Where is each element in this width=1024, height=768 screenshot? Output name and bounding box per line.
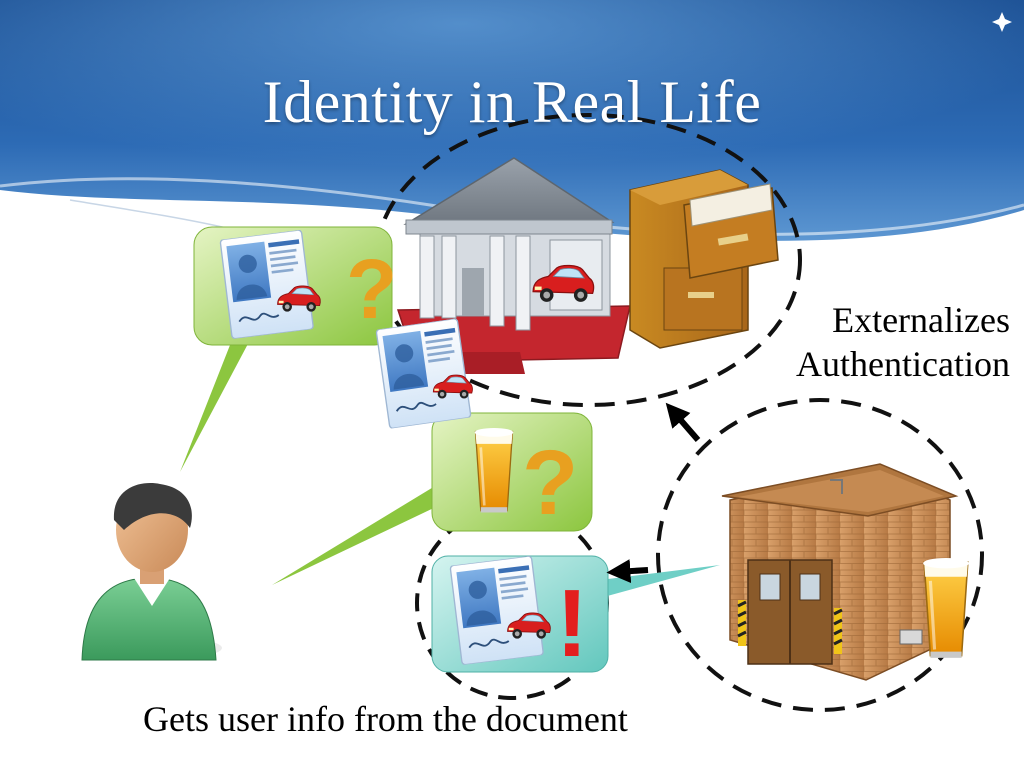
beer-glass-icon xyxy=(921,556,971,660)
id-card-icon xyxy=(449,555,545,666)
externalizes-line-2: Authentication xyxy=(796,344,1010,384)
exclamation-mark: ! xyxy=(556,570,588,677)
question-bubble-beer: ? xyxy=(272,412,593,585)
question-bubble-card: ? xyxy=(180,226,397,472)
brand-star-icon xyxy=(992,12,1012,32)
gets-user-info-label: Gets user info from the document xyxy=(143,699,628,739)
beer-glass-icon xyxy=(473,426,515,514)
person-icon xyxy=(81,483,222,661)
question-mark: ? xyxy=(346,242,397,336)
exclamation-bubble: ! xyxy=(431,555,720,677)
arrow-icon xyxy=(606,559,649,584)
arrow-icon xyxy=(665,402,701,442)
identity-provider-circle xyxy=(374,113,802,407)
id-card-icon xyxy=(375,318,472,430)
question-mark: ? xyxy=(522,432,578,534)
header-band xyxy=(0,0,1024,261)
externalizes-line-1: Externalizes xyxy=(832,300,1010,340)
id-card-icon xyxy=(219,229,315,340)
bar-building-icon xyxy=(721,463,959,681)
relying-party-circle xyxy=(656,398,984,712)
externalizes-label: Externalizes Authentication xyxy=(796,298,1010,386)
file-cabinet-icon xyxy=(629,169,779,349)
